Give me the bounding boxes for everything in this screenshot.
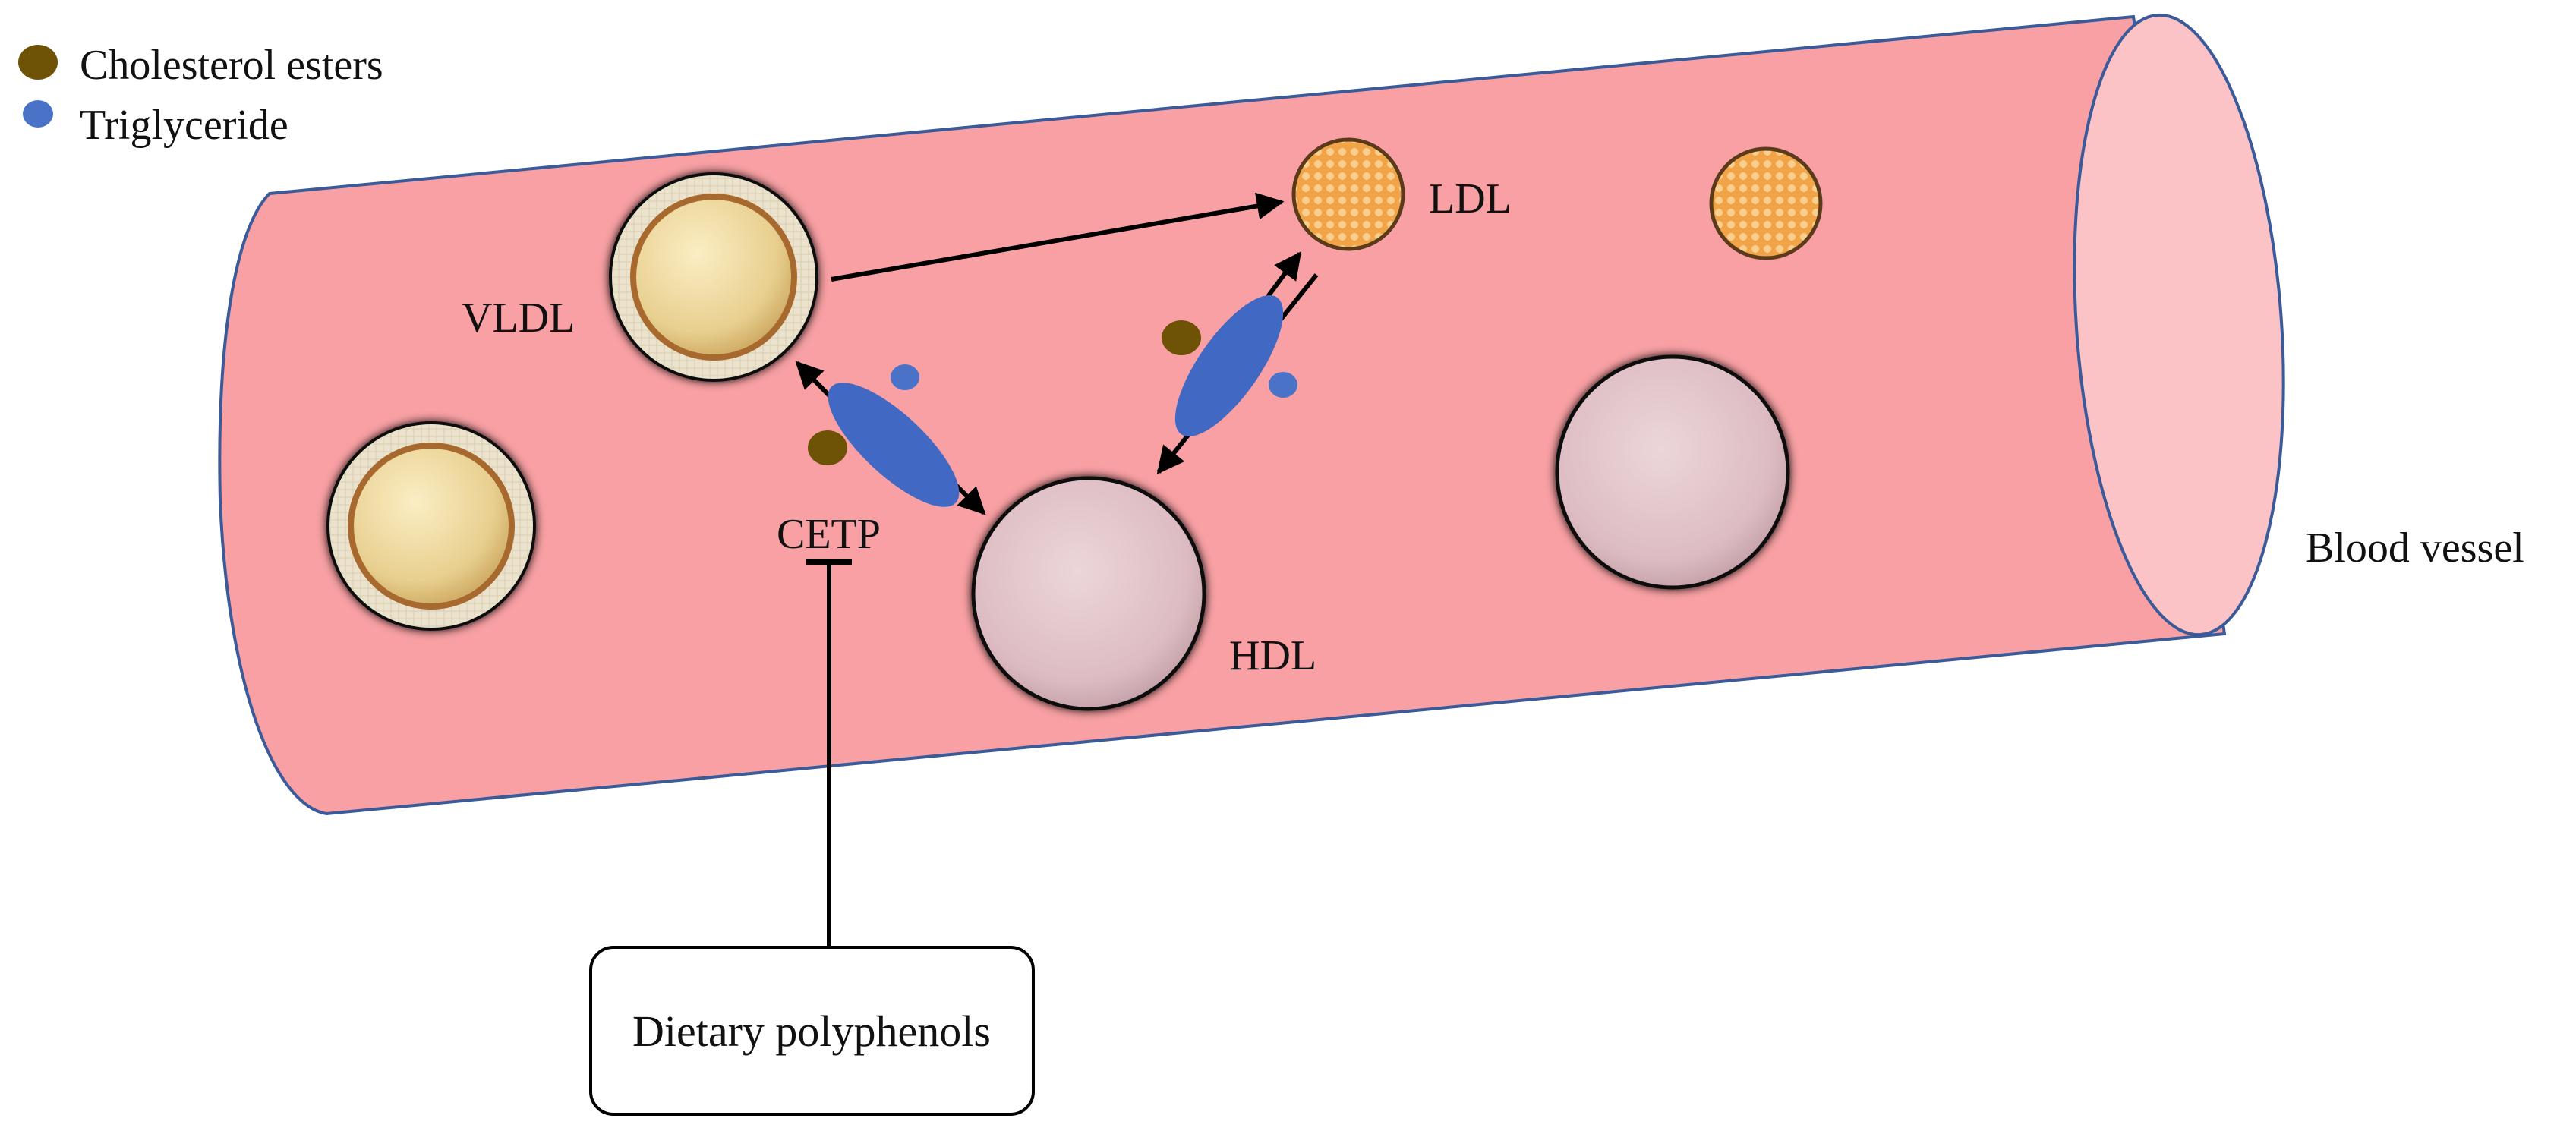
hdl-particle bbox=[971, 476, 1206, 711]
triglyceride-dot-2 bbox=[1269, 372, 1297, 398]
legend-triglyceride: Triglyceride bbox=[80, 102, 288, 149]
vldl-particle-left bbox=[326, 421, 536, 631]
blood-vessel-label: Blood vessel bbox=[2306, 524, 2524, 572]
hdl-label: HDL bbox=[1229, 632, 1316, 679]
vldl-label: VLDL bbox=[462, 295, 575, 342]
cetp-protein-2 bbox=[1174, 295, 1284, 436]
blood-vessel bbox=[218, 13, 2285, 816]
ldl-particle-right bbox=[1709, 146, 1823, 260]
cetp-label: CETP bbox=[777, 511, 881, 558]
dietary-polyphenols-label: Dietary polyphenols bbox=[632, 1006, 991, 1056]
cetp-exchange-hdl-ldl bbox=[1156, 251, 1319, 474]
cholesterol-ester-legend-icon bbox=[18, 45, 58, 80]
ldl-label: LDL bbox=[1429, 175, 1512, 222]
dietary-polyphenols-box bbox=[589, 946, 1035, 1116]
cholesterol-ester-dot-2 bbox=[1162, 320, 1201, 355]
hdl-particle-right bbox=[1555, 354, 1790, 590]
triglyceride-legend-icon bbox=[23, 100, 53, 128]
cholesterol-ester-dot bbox=[808, 430, 847, 465]
vldl-to-ldl-arrow bbox=[831, 192, 1285, 282]
inhibition-line bbox=[806, 559, 852, 949]
triglyceride-dot bbox=[891, 364, 919, 390]
vldl-particle bbox=[609, 172, 818, 382]
vessel-opening bbox=[2073, 13, 2285, 637]
cetp-protein bbox=[828, 383, 960, 507]
cetp-exchange-vldl-hdl bbox=[795, 361, 986, 515]
legend-cholesterol-esters: Cholesterol esters bbox=[80, 42, 383, 89]
ldl-particle bbox=[1291, 137, 1405, 251]
legend: Cholesterol esters Triglyceride bbox=[18, 42, 383, 149]
